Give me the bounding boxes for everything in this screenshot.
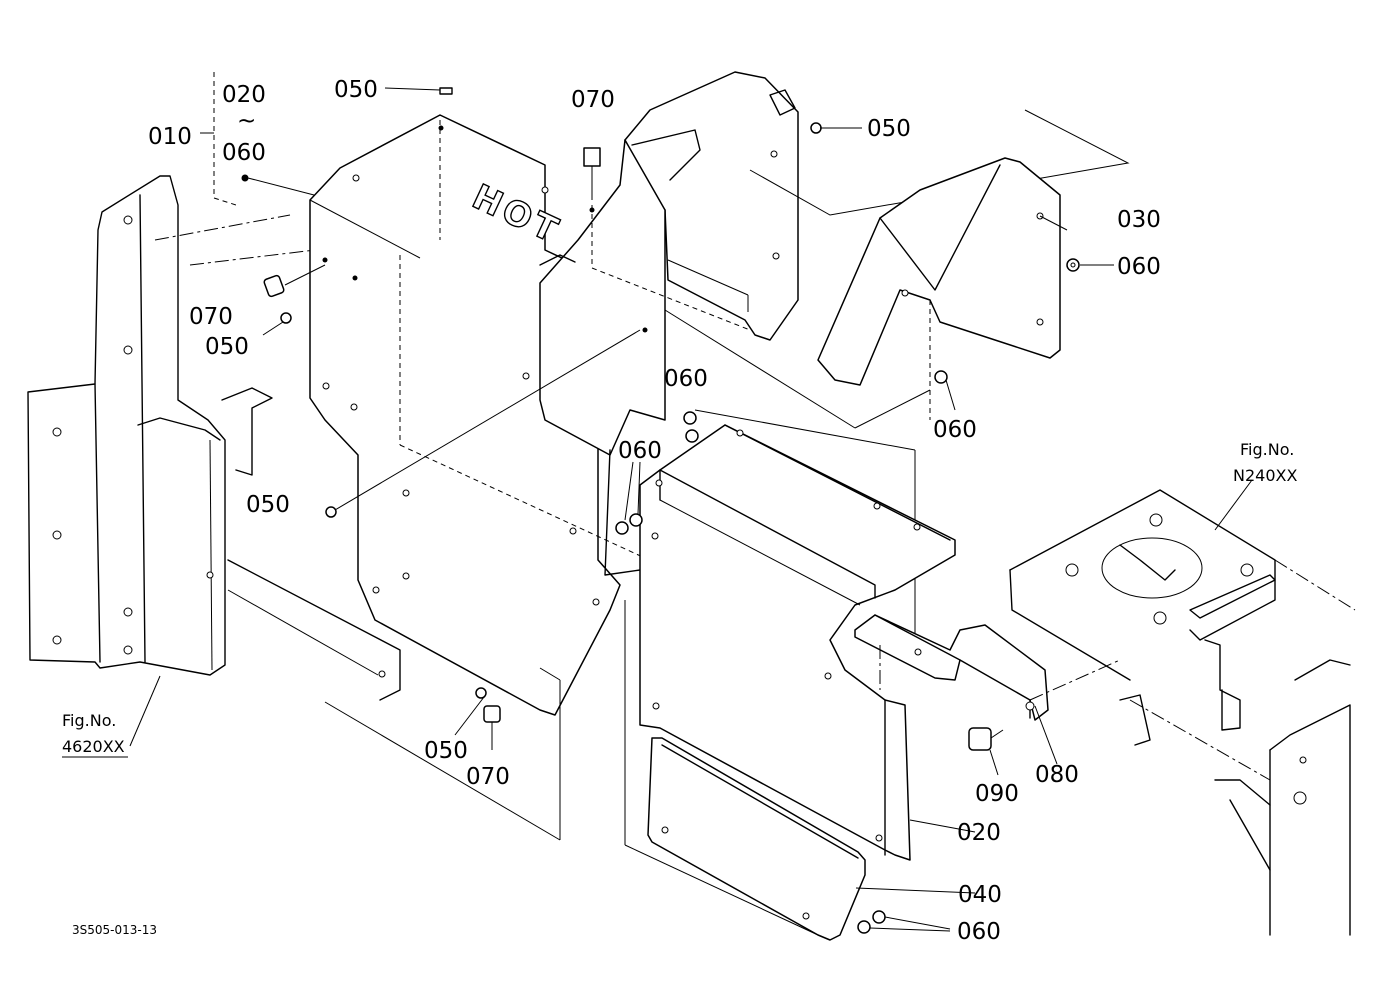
washer-icon	[683, 411, 697, 425]
drawing-code: 3S505-013-13	[72, 923, 157, 937]
washer-icon	[857, 920, 871, 934]
washer-icon	[685, 429, 699, 443]
bolt-icon	[263, 274, 285, 298]
callout-label: 080	[1035, 762, 1079, 788]
assembly-bracket	[200, 72, 315, 206]
part-040-panel	[624, 737, 976, 941]
bolt-icon	[583, 147, 601, 167]
callout-label: 060	[933, 417, 977, 443]
screw-icon	[280, 312, 292, 324]
callout-label: 090	[975, 781, 1019, 807]
washer-icon	[615, 521, 629, 535]
callout-label: 050	[205, 334, 249, 360]
callout-label: 070	[571, 87, 615, 113]
reference-lines	[324, 667, 561, 841]
callout-label: 030	[1117, 207, 1161, 233]
middle-shield	[334, 139, 751, 845]
assembly-label: 010	[148, 124, 192, 150]
part-080-bracket	[854, 614, 1121, 765]
right-frame-part	[1009, 479, 1356, 936]
callout-label: 060	[664, 366, 708, 392]
washer-icon	[872, 910, 886, 924]
hardware	[262, 87, 1114, 934]
screw-icon	[475, 687, 487, 699]
assembly-range-sep: ~	[237, 108, 256, 134]
figure-ref-title: Fig.No.	[1240, 440, 1294, 459]
callout-label: 070	[189, 304, 233, 330]
assembly-range-start: 020	[222, 82, 266, 108]
part-020-shield	[639, 424, 976, 861]
callout-label: 060	[1117, 254, 1161, 280]
callout-label: 050	[246, 492, 290, 518]
bolt-icon	[968, 727, 992, 751]
bolt-icon	[483, 705, 501, 723]
washer-icon	[934, 370, 948, 384]
callout-label: 020	[957, 820, 1001, 846]
bolt-icon	[439, 87, 453, 95]
callout-labels: 050 070 050 030 060 070 050 060 060 060 …	[189, 77, 1161, 945]
screw-icon	[810, 122, 822, 134]
callout-label: 050	[334, 77, 378, 103]
callout-label: 060	[618, 438, 662, 464]
callout-label: 070	[466, 764, 510, 790]
figure-references: Fig.No. 4620XX Fig.No. N240XX	[62, 440, 1297, 758]
callout-label: 050	[424, 738, 468, 764]
main-heat-shield: HOT	[309, 114, 661, 716]
part-030-shield	[664, 157, 1068, 650]
assembly-labels: 010 020 ~ 060	[148, 82, 266, 166]
washer-icon	[629, 513, 643, 527]
callout-label: 060	[957, 919, 1001, 945]
callout-label: 040	[958, 882, 1002, 908]
figure-ref-title: Fig.No.	[62, 711, 116, 730]
screw-icon	[325, 506, 337, 518]
left-frame-part	[27, 175, 401, 747]
callout-label: 050	[867, 116, 911, 142]
assembly-range-end: 060	[222, 140, 266, 166]
figure-ref-code: 4620XX	[62, 737, 125, 756]
figure-ref-code: N240XX	[1233, 466, 1297, 485]
